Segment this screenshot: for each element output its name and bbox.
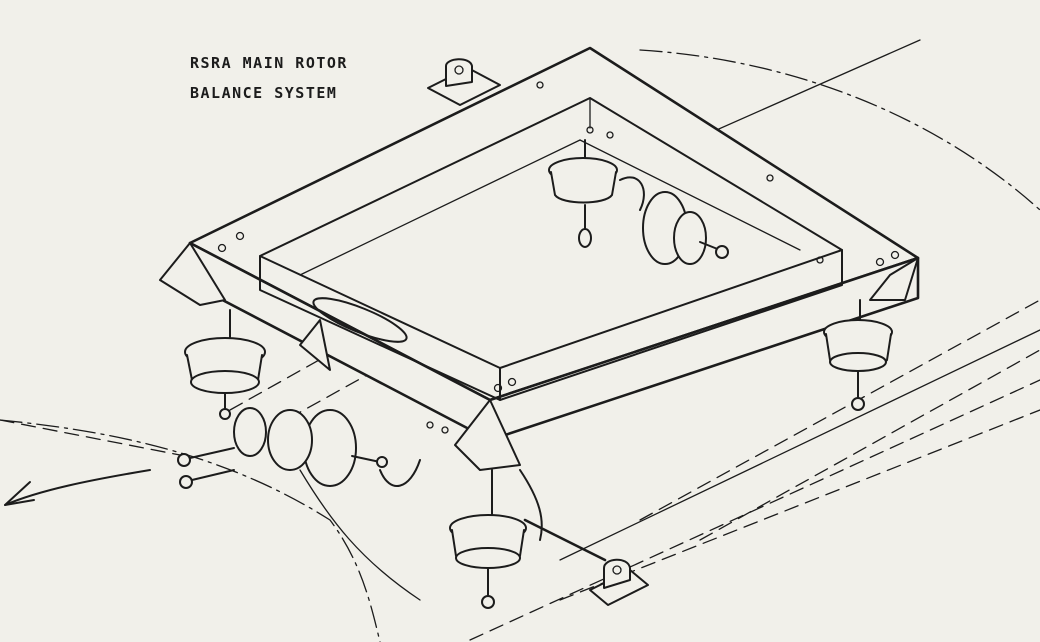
- actuator-rear: [619, 176, 729, 265]
- left-arrow-curve: [4, 469, 151, 506]
- strap-link: [519, 469, 543, 541]
- frame-inner-wall-right: [499, 249, 843, 401]
- left-arrow-head: [4, 481, 35, 506]
- corner-gussets: [159, 242, 919, 471]
- actuator-front-left: [177, 407, 421, 489]
- isolator-right: [823, 299, 893, 411]
- frame-inner-wall-left: [259, 255, 501, 401]
- frame-inner-floor-edge-2: [579, 139, 801, 251]
- axis-line-lower: [559, 329, 1040, 561]
- isolator-rear-center: [548, 139, 618, 248]
- caption-line-1: RSRA MAIN ROTOR: [190, 54, 348, 72]
- isolator-front-left: [184, 309, 266, 420]
- frame-center-slot: [312, 297, 408, 343]
- upper-reference-arc: [639, 49, 1040, 211]
- diagram-caption: RSRA MAIN ROTOR BALANCE SYSTEM: [190, 48, 348, 108]
- linkage-rod: [523, 518, 607, 562]
- lower-sweep-curve: [299, 469, 421, 601]
- isolator-front-bottom: [449, 469, 527, 609]
- frame-inner-floor-edge: [299, 139, 581, 276]
- left-reference-arc: [0, 419, 381, 642]
- frame-bolt-holes: [217, 81, 900, 434]
- rectangular-frame: [188, 46, 920, 442]
- top-mounting-bracket: [427, 58, 501, 106]
- caption-line-2: BALANCE SYSTEM: [190, 84, 338, 102]
- bottom-mounting-bracket: [589, 558, 649, 606]
